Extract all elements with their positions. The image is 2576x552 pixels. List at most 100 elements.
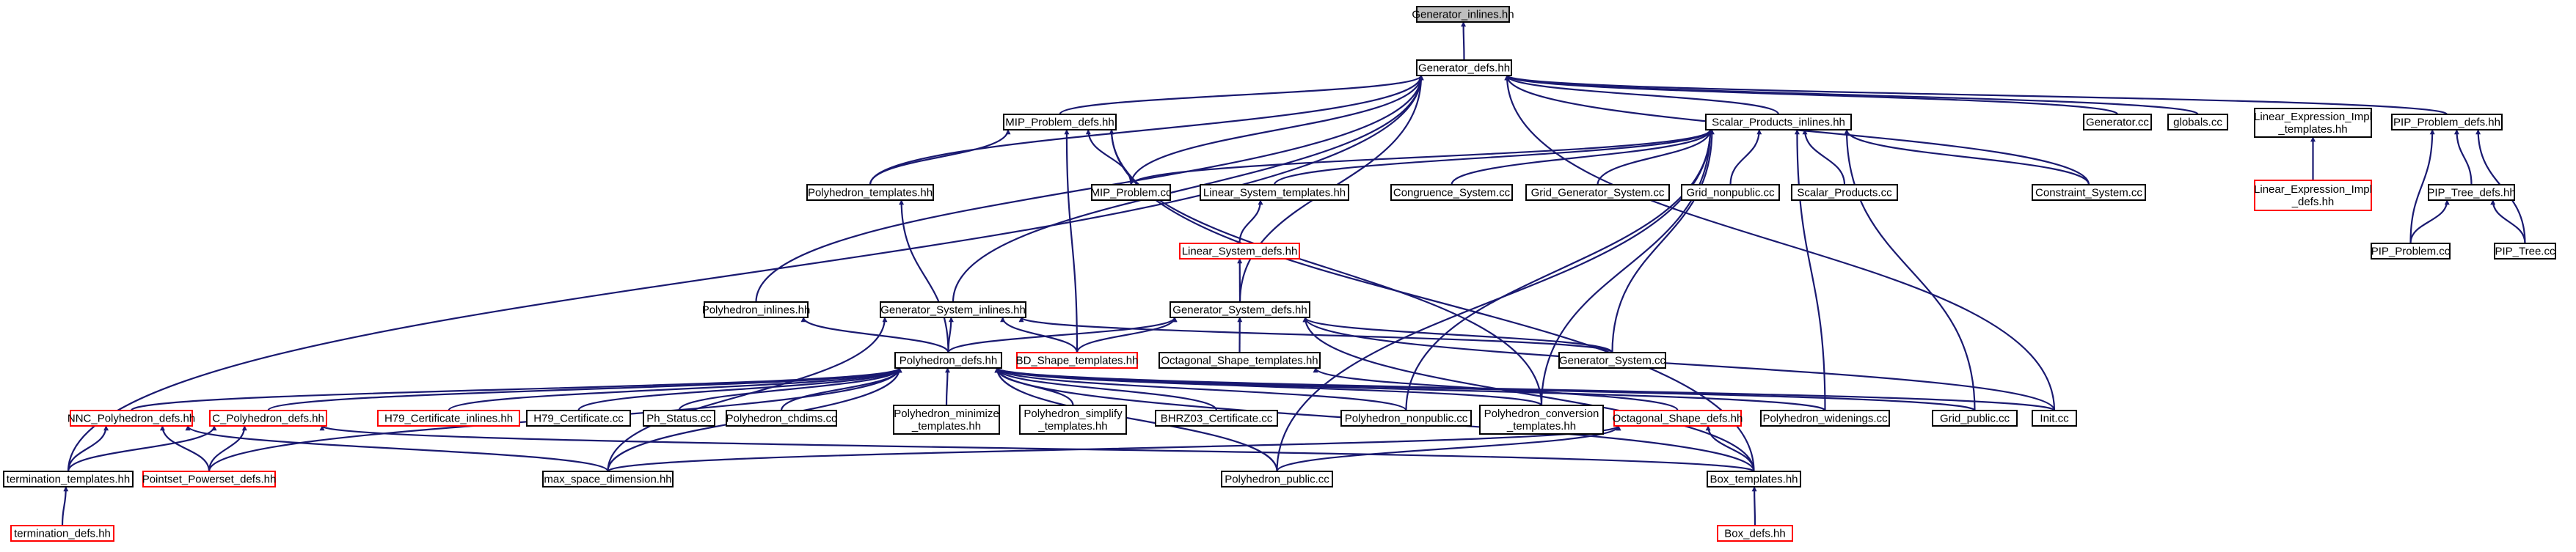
node-generator-system-defs-hh[interactable]: Generator_System_defs.hh [1170, 301, 1310, 318]
node-globals-cc[interactable]: globals.cc [2167, 114, 2228, 130]
node-generator-defs-hh[interactable]: Generator_defs.hh [1416, 59, 1512, 76]
edge-init-cc-to-gen-defs [1504, 75, 2056, 411]
node-label: Linear_System_defs.hh [1182, 246, 1298, 258]
node-octagonal-shape-templates-hh[interactable]: Octagonal_Shape_templates.hh [1159, 352, 1321, 369]
node-box-defs-hh[interactable]: Box_defs.hh [1717, 525, 1793, 542]
edge-mip-defs-to-gen-defs [1059, 74, 1424, 116]
node-polyhedron-public-cc[interactable]: Polyhedron_public.cc [1221, 471, 1333, 487]
node-label: Generator.cc [2086, 117, 2149, 129]
node-linear-expression-impl-defs-hh[interactable]: Linear_Expression_Impl_defs.hh [2254, 180, 2372, 211]
node-polyhedron-templates-hh[interactable]: Polyhedron_templates.hh [806, 184, 934, 201]
node-label: Box_defs.hh [1724, 528, 1785, 540]
edge-poly-defs-to-gs-inl [947, 317, 954, 353]
node-termination-templates-hh[interactable]: termination_templates.hh [3, 471, 134, 487]
edge-poly-templ-to-gen-defs [869, 75, 1424, 185]
node-polyhedron-conversion-templates-hh[interactable]: Polyhedron_conversion_templates.hh [1479, 405, 1604, 435]
node-label: Generator_System_defs.hh [1172, 304, 1307, 317]
edge-mip-cc-to-gen-defs [1130, 75, 1424, 185]
node-pip-tree-cc[interactable]: PIP_Tree.cc [2494, 243, 2556, 260]
node-c-polyhedron-defs-hh[interactable]: C_Polyhedron_defs.hh [209, 410, 327, 427]
node-box [1170, 301, 1310, 318]
node-pip-tree-defs-hh[interactable]: PIP_Tree_defs.hh [2427, 184, 2516, 201]
node-bd-shape-templates-hh[interactable]: BD_Shape_templates.hh [1016, 352, 1139, 369]
node-polyhedron-simplify-templates-hh[interactable]: Polyhedron_simplify_templates.hh [1019, 405, 1127, 435]
node-label: termination_templates.hh [7, 474, 130, 486]
node-box [377, 410, 520, 427]
node-linear-system-defs-hh[interactable]: Linear_System_defs.hh [1179, 243, 1300, 260]
node-box [880, 301, 1026, 318]
node-box [1479, 405, 1604, 435]
node-polyhedron-defs-hh[interactable]: Polyhedron_defs.hh [894, 352, 1002, 369]
node-label: Polyhedron_widenings.cc [1762, 413, 1888, 425]
node-label: C_Polyhedron_defs.hh [212, 413, 324, 425]
node-label: Ph_Status.cc [646, 413, 712, 425]
node-label: globals.cc [2173, 117, 2222, 129]
node-mip-problem-defs-hh[interactable]: MIP_Problem_defs.hh [1003, 114, 1117, 130]
node-box [1390, 184, 1513, 201]
node-box [1221, 471, 1333, 487]
node-label: Congruence_System.cc [1393, 187, 1511, 199]
node-box [1416, 6, 1510, 23]
node-label: termination_defs.hh [14, 528, 111, 540]
edge-c-defs-to-poly-defs [267, 367, 902, 412]
node-termination-defs-hh[interactable]: termination_defs.hh [10, 525, 114, 542]
node-ph-status-cc[interactable]: Ph_Status.cc [643, 410, 715, 427]
node-label: H79_Certificate_inlines.hh [384, 413, 513, 425]
node-box [1016, 352, 1138, 369]
node-polyhedron-widenings-cc[interactable]: Polyhedron_widenings.cc [1760, 410, 1890, 427]
node-label: _templates.hh [911, 420, 981, 433]
edge-ph-status-to-poly-defs [678, 367, 902, 411]
node-bhrz03-certificate-cc[interactable]: BHRZ03_Certificate.cc [1155, 410, 1278, 427]
node-box [1932, 410, 2018, 427]
node-linear-expression-impl-templates-hh[interactable]: Linear_Expression_Impl_templates.hh [2254, 108, 2372, 138]
node-label: Constraint_System.cc [2035, 187, 2142, 199]
node-label: _templates.hh [1506, 420, 1576, 433]
node-generator-system-inlines-hh[interactable]: Generator_System_inlines.hh [880, 301, 1026, 318]
node-label: Grid_public.cc [1940, 413, 2010, 425]
node-linear-system-templates-hh[interactable]: Linear_System_templates.hh [1200, 184, 1349, 201]
node-polyhedron-nonpublic-cc[interactable]: Polyhedron_nonpublic.cc [1340, 410, 1472, 427]
node-polyhedron-minimize-templates-hh[interactable]: Polyhedron_minimize_templates.hh [893, 405, 1000, 435]
node-box-templates-hh[interactable]: Box_templates.hh [1707, 471, 1801, 487]
node-octagonal-shape-defs-hh[interactable]: Octagonal_Shape_defs.hh [1613, 410, 1743, 427]
node-mip-problem-cc[interactable]: MIP_Problem.cc [1090, 184, 1172, 201]
node-h79-certificate-inlines-hh[interactable]: H79_Certificate_inlines.hh [377, 410, 520, 427]
node-scalar-products-inlines-hh[interactable]: Scalar_Products_inlines.hh [1705, 114, 1852, 130]
node-box [2032, 184, 2146, 201]
node-pip-problem-defs-hh[interactable]: PIP_Problem_defs.hh [2391, 114, 2503, 130]
node-pip-problem-cc[interactable]: PIP_Problem.cc [2371, 243, 2451, 260]
node-label: _defs.hh [2291, 196, 2335, 208]
node-grid-nonpublic-cc[interactable]: Grid_nonpublic.cc [1681, 184, 1780, 201]
node-generator-cc[interactable]: Generator.cc [2083, 114, 2152, 130]
node-label: Generator_inlines.hh [1412, 9, 1514, 21]
edge-box-templ-to-c-defs [319, 424, 1755, 473]
node-congruence-system-cc[interactable]: Congruence_System.cc [1390, 184, 1513, 201]
node-box [1003, 114, 1117, 130]
node-polyhedron-inlines-hh[interactable]: Polyhedron_inlines.hh [702, 301, 811, 318]
node-max-space-dimension-hh[interactable]: max_space_dimension.hh [542, 471, 674, 487]
node-generator-system-cc[interactable]: Generator_System.cc [1558, 352, 1666, 369]
node-polyhedron-chdims-cc[interactable]: Polyhedron_chdims.cc [726, 410, 837, 427]
edge-cong-sys-to-sp-inl [1451, 129, 1713, 185]
edge-pps-defs-to-nnc-defs [159, 425, 211, 472]
node-box [2494, 243, 2556, 260]
node-scalar-products-cc[interactable]: Scalar_Products.cc [1791, 184, 1898, 201]
node-label: PIP_Tree_defs.hh [2427, 187, 2515, 199]
edge-gen-sys-cc-to-gs-defs [1302, 316, 1613, 354]
node-h79-certificate-cc[interactable]: H79_Certificate.cc [526, 410, 631, 427]
node-grid-generator-system-cc[interactable]: Grid_Generator_System.cc [1525, 184, 1670, 201]
node-box [1525, 184, 1670, 201]
edge-pip-tree-cc-to-pip-tree-defs [2490, 199, 2526, 244]
node-grid-public-cc[interactable]: Grid_public.cc [1932, 410, 2018, 427]
node-generator-inlines-hh[interactable]: Generator_inlines.hh [1412, 6, 1514, 23]
edges-layer [61, 21, 2526, 526]
node-label: Generator_System.cc [1559, 355, 1666, 367]
node-init-cc[interactable]: Init.cc [2032, 410, 2077, 427]
node-box [1558, 352, 1666, 369]
edge-term-templ-to-nnc-defs [67, 425, 109, 472]
edge-box-templ-to-gs-defs [1302, 317, 1755, 472]
node-pointset-powerset-defs-hh[interactable]: Pointset_Powerset_defs.hh [142, 471, 277, 487]
node-label: Linear_Expression_Impl [2254, 183, 2372, 196]
node-constraint-system-cc[interactable]: Constraint_System.cc [2032, 184, 2146, 201]
node-nnc-polyhedron-defs-hh[interactable]: NNC_Polyhedron_defs.hh [67, 410, 195, 427]
